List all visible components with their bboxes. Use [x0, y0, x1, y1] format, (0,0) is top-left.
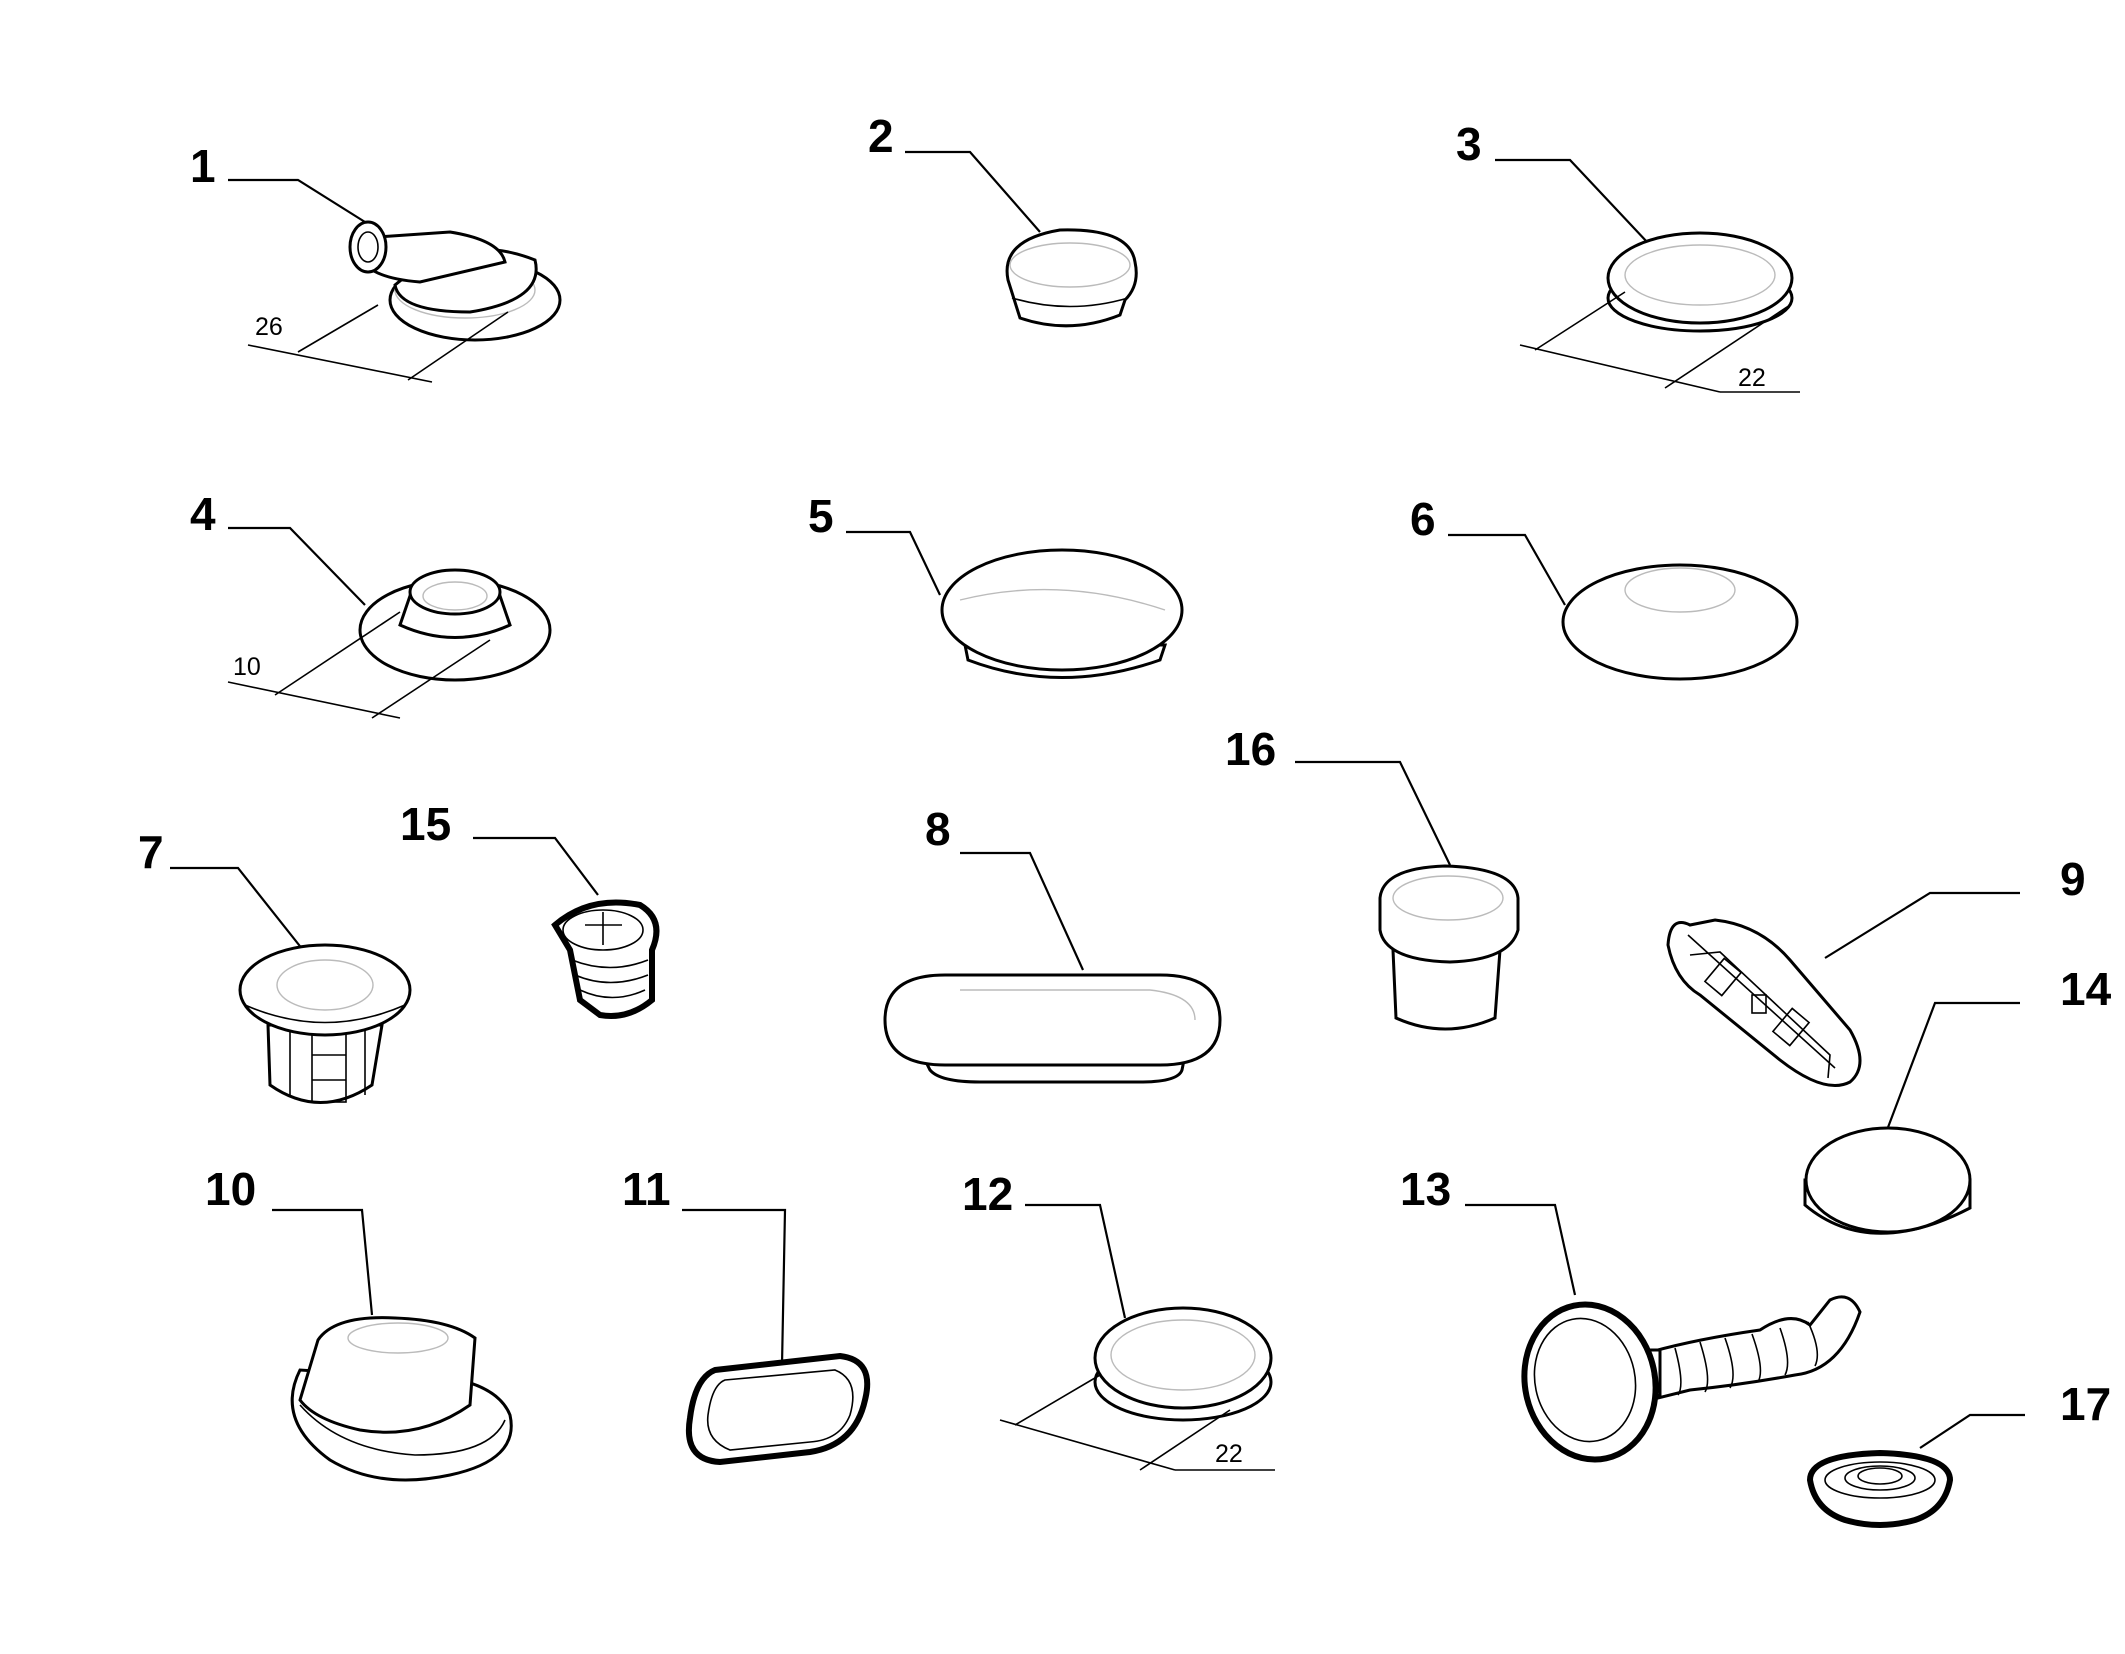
callout-4: 4: [190, 488, 216, 540]
callout-8: 8: [925, 803, 951, 855]
leader-3: [1495, 158, 1649, 244]
leader-8: [960, 851, 1085, 971]
part-10: 10: [205, 1163, 513, 1482]
callout-17: 17: [2060, 1378, 2111, 1430]
leader-16: [1295, 760, 1451, 866]
part-12: 12 22: [962, 1168, 1275, 1471]
part-16: 16: [1225, 723, 1520, 1031]
callout-13: 13: [1400, 1163, 1451, 1215]
callout-10: 10: [205, 1163, 256, 1215]
part-11: 11: [622, 1163, 871, 1466]
callout-7: 7: [138, 826, 164, 878]
callout-16: 16: [1225, 723, 1276, 775]
callout-3: 3: [1456, 118, 1482, 170]
callout-5: 5: [808, 490, 834, 542]
leader-10: [272, 1208, 374, 1316]
leader-4: [228, 526, 366, 606]
part-13: 13: [1400, 1163, 1862, 1463]
leader-1: [228, 178, 366, 223]
callout-12: 12: [962, 1168, 1013, 1220]
leader-9: [1824, 891, 2020, 959]
leader-2: [905, 150, 1041, 233]
callout-14: 14: [2060, 963, 2112, 1015]
part-6: 6: [1410, 493, 1799, 681]
part-4: 4 10: [190, 488, 552, 719]
callout-1: 1: [190, 140, 216, 192]
leader-11: [682, 1208, 787, 1366]
part-2: 2: [868, 110, 1138, 328]
part-5: 5: [808, 490, 1184, 679]
leader-6: [1448, 533, 1566, 606]
part-7: 7: [138, 826, 412, 1104]
callout-15: 15: [400, 798, 451, 850]
leader-7: [170, 866, 304, 951]
leader-17: [1919, 1413, 2025, 1449]
leader-13: [1465, 1203, 1577, 1296]
part-15: 15: [400, 798, 660, 1019]
callout-11: 11: [622, 1163, 671, 1215]
part-3: 3 22: [1456, 118, 1800, 393]
part-1: 1 26: [190, 140, 562, 383]
callout-6: 6: [1410, 493, 1436, 545]
dimension-4: 10: [233, 653, 261, 681]
dimension-12: 22: [1215, 1440, 1243, 1468]
callout-9: 9: [2060, 853, 2086, 905]
dimension-3: 22: [1738, 364, 1766, 392]
part-17: 17: [1806, 1378, 2111, 1528]
leader-15: [473, 836, 599, 896]
part-9: 9: [1666, 853, 2086, 1087]
part-8: 8: [883, 803, 1222, 1084]
callout-2: 2: [868, 110, 894, 162]
leader-12: [1025, 1203, 1127, 1319]
part-14: 14: [1803, 963, 2112, 1235]
dimension-1: 26: [255, 313, 283, 341]
leader-5: [846, 530, 941, 596]
leader-14: [1885, 1001, 2020, 1131]
